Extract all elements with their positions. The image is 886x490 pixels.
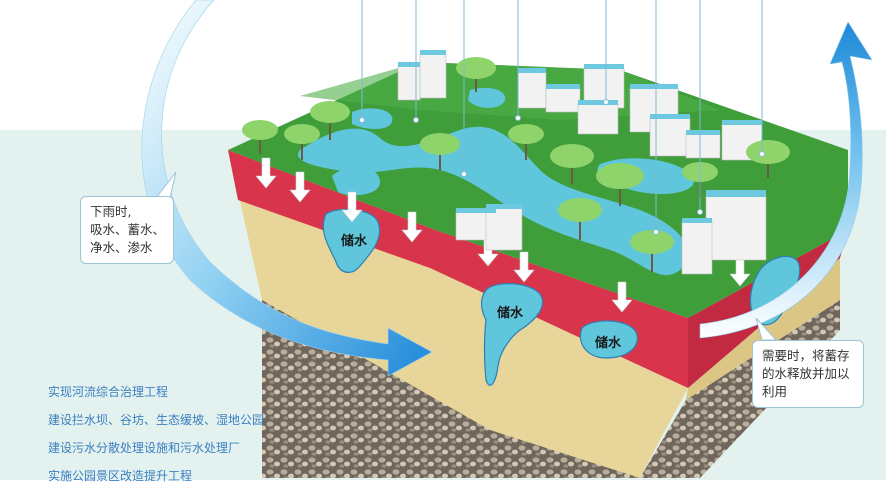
release-callout: 需要时，将蓄存 的水释放并加以 利用 xyxy=(752,340,864,408)
measure-item: 建设拦水坝、谷坊、生态缓坡、湿地公园 xyxy=(48,413,265,427)
rain-callout-line: 净水、渗水 xyxy=(90,240,153,255)
release-cycle-arrow xyxy=(699,21,873,339)
sponge-city-diagram xyxy=(141,0,873,478)
measure-item: 建设污水分散处理设施和污水处理厂 xyxy=(48,441,241,455)
storage-label: 储水 xyxy=(595,336,622,351)
rain-callout-line: 吸水、蓄水、 xyxy=(90,222,166,237)
rain-callout-line: 下雨时, xyxy=(90,204,132,219)
release-callout-line: 的水释放并加以 xyxy=(762,366,850,381)
buildings xyxy=(397,50,767,275)
rain-lines xyxy=(359,0,765,235)
release-callout-line: 利用 xyxy=(762,384,788,399)
storage-label: 储水 xyxy=(497,306,524,321)
measures-list: 实现河流综合治理工程 建设拦水坝、谷坊、生态缓坡、湿地公园 建设污水分散处理设施… xyxy=(48,378,264,490)
trees xyxy=(242,57,790,272)
measure-item: 实现河流综合治理工程 xyxy=(48,385,169,399)
rain-cycle-arrow xyxy=(141,0,433,377)
measure-item: 实施公园景区改造提升工程 xyxy=(48,469,193,483)
callout-tails xyxy=(154,171,778,341)
rain-callout: 下雨时, 吸水、蓄水、 净水、渗水 xyxy=(80,196,174,264)
storage-label: 储水 xyxy=(341,234,368,249)
surface-water xyxy=(298,87,694,276)
release-callout-line: 需要时，将蓄存 xyxy=(762,348,850,363)
